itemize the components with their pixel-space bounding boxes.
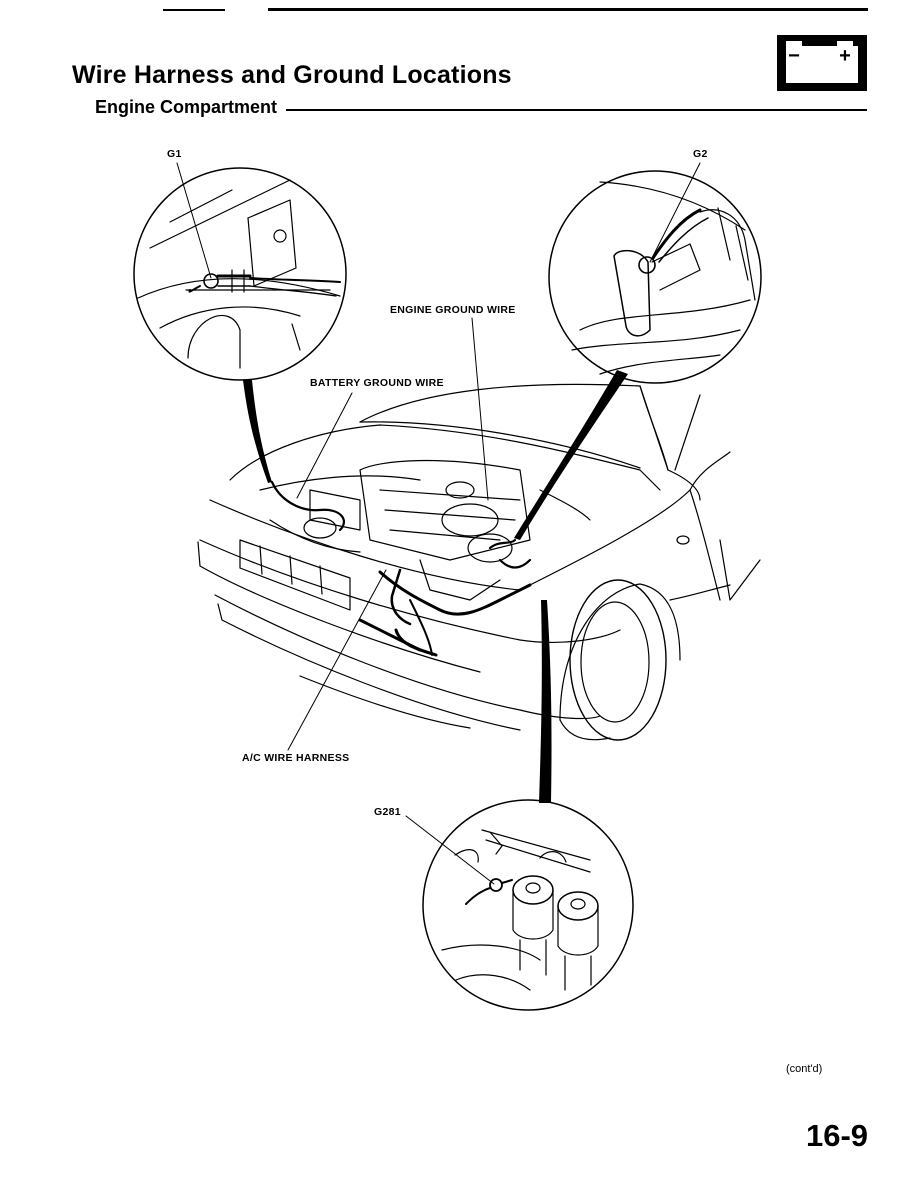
label-battery-ground-wire: BATTERY GROUND WIRE xyxy=(310,377,444,389)
battery-minus-icon: − xyxy=(788,45,800,67)
g281-connector-band xyxy=(539,600,552,803)
subtitle-rule xyxy=(286,108,867,111)
battery-ground-leader-line xyxy=(296,392,353,499)
g281-leader-line xyxy=(405,815,495,885)
car-body xyxy=(197,383,761,741)
engine-ground-leader-line xyxy=(471,317,489,501)
g2-connector-band xyxy=(514,370,628,540)
battery-icon: − + xyxy=(777,35,867,91)
continued-note: (cont'd) xyxy=(786,1063,823,1075)
g1-leader-line xyxy=(176,162,212,279)
subtitle-row: Engine Compartment xyxy=(95,97,867,118)
leader-lines xyxy=(176,162,701,885)
g2-leader-line xyxy=(649,162,701,263)
g1-connector-band xyxy=(243,380,272,483)
ac-harness-leader-line xyxy=(287,569,387,751)
page-number: 16-9 xyxy=(806,1118,869,1153)
section-subtitle: Engine Compartment xyxy=(95,97,278,117)
label-g281: G281 xyxy=(374,806,401,818)
label-g2: G2 xyxy=(693,148,708,160)
battery-plus-icon: + xyxy=(839,45,851,67)
label-ac-wire-harness: A/C WIRE HARNESS xyxy=(242,752,350,764)
header-rule-short xyxy=(163,9,225,11)
g1-detail-circle xyxy=(133,167,347,381)
label-engine-ground-wire: ENGINE GROUND WIRE xyxy=(390,304,516,316)
g281-detail-circle xyxy=(422,799,634,1011)
header-rule-long xyxy=(268,8,868,11)
g2-detail-circle xyxy=(548,170,762,384)
page-title: Wire Harness and Ground Locations xyxy=(72,61,512,89)
label-g1: G1 xyxy=(167,148,182,160)
